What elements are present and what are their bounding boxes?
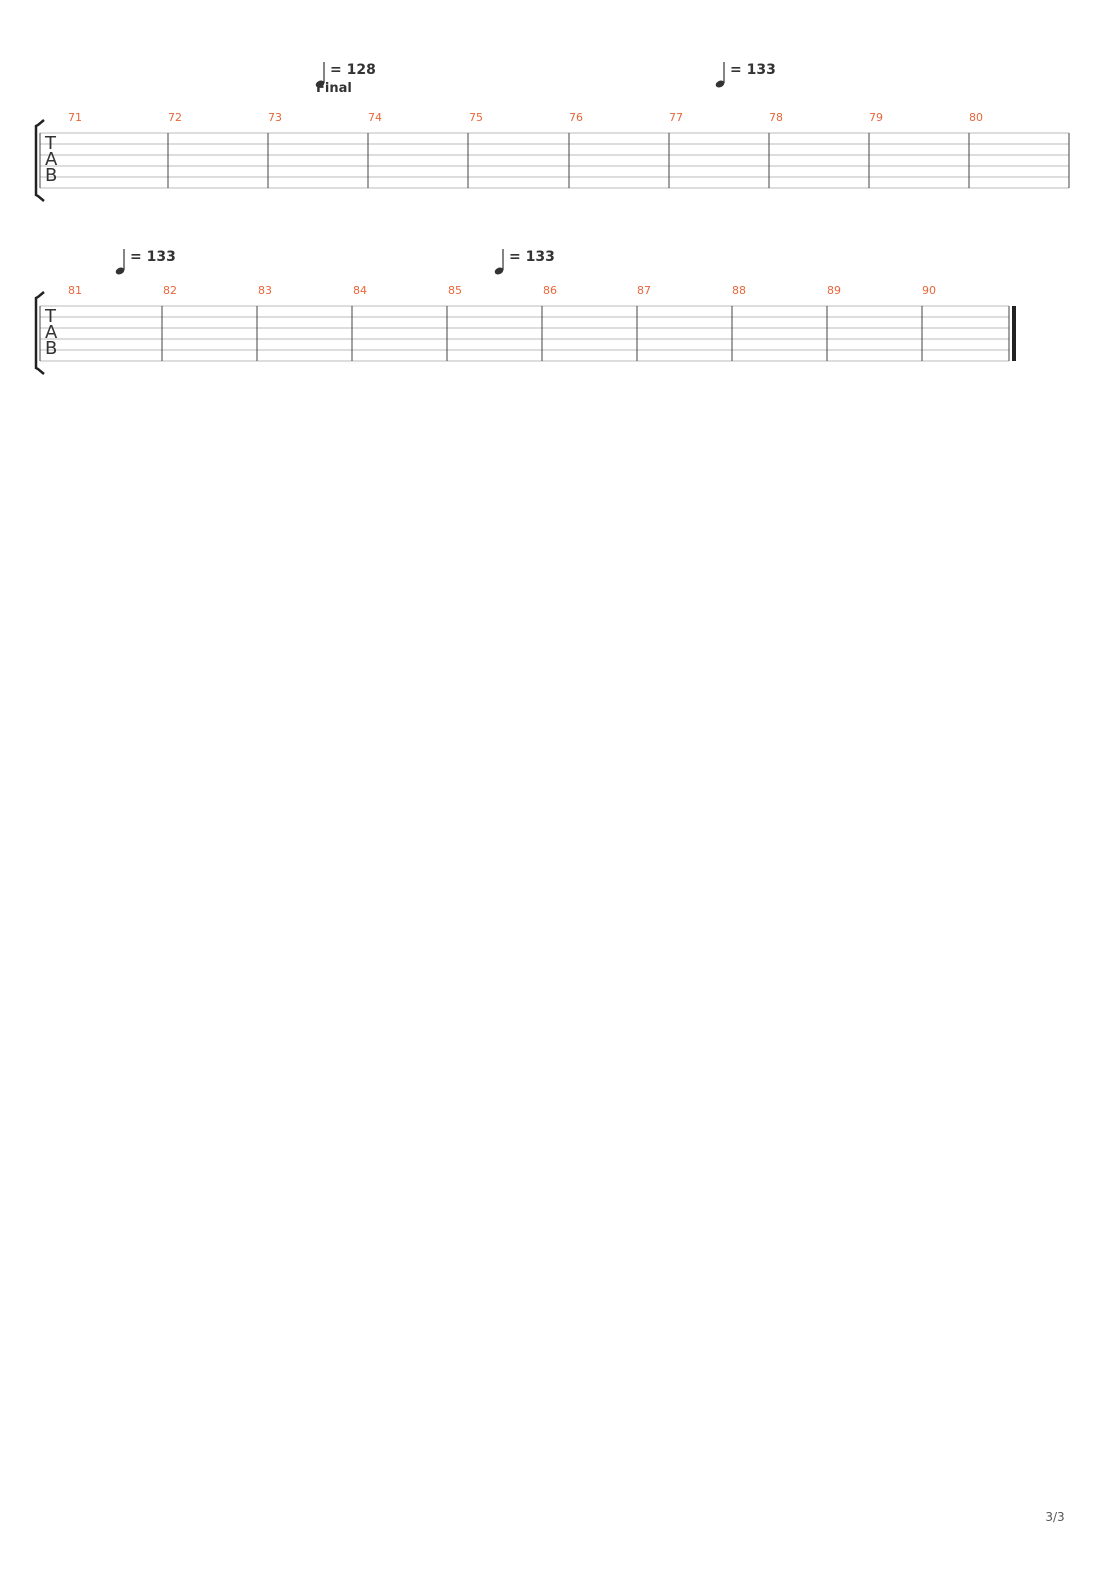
quarter-note-icon bbox=[715, 80, 725, 88]
tab-clef-letter: A bbox=[45, 149, 58, 170]
tempo-value: = 133 bbox=[730, 62, 776, 78]
bar-number: 71 bbox=[68, 111, 82, 124]
tab-clef-letter: B bbox=[45, 338, 57, 359]
system-bracket bbox=[34, 119, 45, 202]
bar-number: 90 bbox=[922, 284, 936, 297]
bar-number: 73 bbox=[268, 111, 282, 124]
system-bracket bbox=[34, 291, 45, 375]
bar-number: 82 bbox=[163, 284, 177, 297]
tempo-value: = 128 bbox=[330, 62, 376, 78]
bar-number: 86 bbox=[543, 284, 557, 297]
tab-clef-letter: T bbox=[44, 306, 57, 327]
bar-number: 84 bbox=[353, 284, 367, 297]
bar-number: 76 bbox=[569, 111, 583, 124]
bar-number: 74 bbox=[368, 111, 382, 124]
tempo-marking: = 133 bbox=[715, 62, 776, 88]
bar-number: 83 bbox=[258, 284, 272, 297]
bar-number: 79 bbox=[869, 111, 883, 124]
bar-number: 75 bbox=[469, 111, 483, 124]
quarter-note-icon bbox=[494, 267, 504, 275]
tempo-marking: = 133 bbox=[115, 249, 176, 275]
tab-clef-letter: B bbox=[45, 165, 57, 186]
bar-number: 78 bbox=[769, 111, 783, 124]
tempo-value: = 133 bbox=[130, 249, 176, 265]
page-number: 3/3 bbox=[1045, 1510, 1065, 1524]
bar-number: 87 bbox=[637, 284, 651, 297]
tempo-marking: = 133 bbox=[494, 249, 555, 275]
bar-number: 85 bbox=[448, 284, 462, 297]
bar-number: 80 bbox=[969, 111, 983, 124]
bar-number: 72 bbox=[168, 111, 182, 124]
tab-clef-letter: T bbox=[44, 133, 57, 154]
bar-number: 81 bbox=[68, 284, 82, 297]
section-label: Final bbox=[316, 81, 352, 96]
tab-system-2: TAB 81 82 83 84 85 86 87 88 89 90 = 133 = 133 bbox=[34, 249, 1016, 375]
bar-number: 77 bbox=[669, 111, 683, 124]
bar-number: 88 bbox=[732, 284, 746, 297]
quarter-note-icon bbox=[315, 80, 325, 88]
final-barline bbox=[1012, 306, 1016, 361]
tempo-value: = 133 bbox=[509, 249, 555, 265]
quarter-note-icon bbox=[115, 267, 125, 275]
bar-number: 89 bbox=[827, 284, 841, 297]
tab-clef-letter: A bbox=[45, 322, 58, 343]
